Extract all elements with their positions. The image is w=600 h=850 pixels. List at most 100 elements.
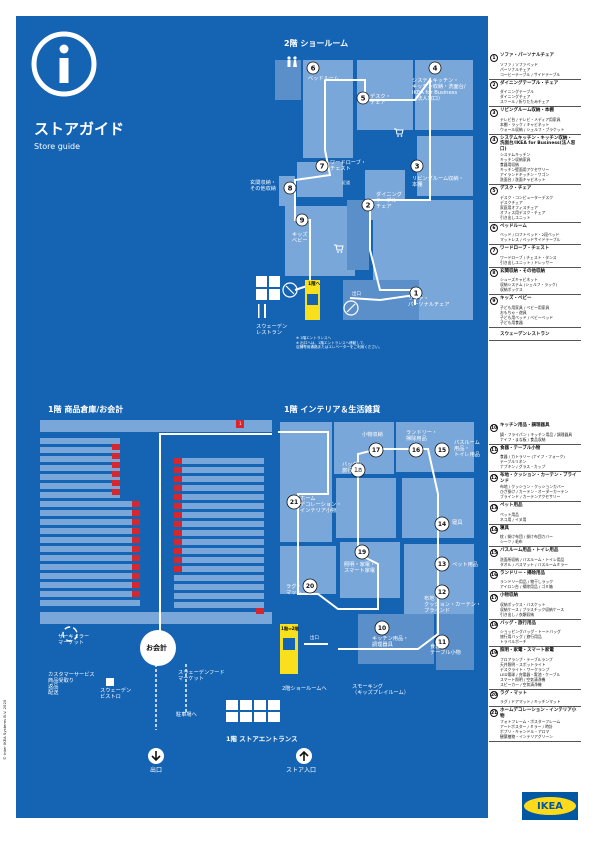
restaurant-icon [258,304,266,318]
entrance-facility-icons [226,700,280,722]
floor1-area-10: キッチン用品・ 調理器具 [372,636,409,648]
svg-text:16: 16 [412,447,420,454]
exit-arrow-icon [148,748,164,764]
floor1-area-17: 小物収納 [362,432,383,438]
floor2-to-floor1: 1階へ [308,282,321,287]
svg-text:21: 21 [290,499,298,506]
svg-text:1: 1 [414,290,419,298]
exit-label: 出口 [150,767,163,774]
guide-title: ストアガイド [34,120,125,138]
svg-text:11: 11 [438,639,446,646]
svg-text:5: 5 [361,95,366,103]
bistro-label: スウェーデン ビストロ [100,688,132,700]
ikea-logo: IKEA [522,792,578,820]
floor1-area-11: 食器・ テーブル小物 [430,644,461,656]
floor2-restaurant: スウェーデン レストラン [256,324,288,336]
svg-text:3: 3 [415,163,420,171]
svg-text:19: 19 [358,549,366,556]
floor2-area-4: システムキッチン・ キッチン収納・洗面台/ IKEA for Business … [412,78,466,102]
customer-service: カスタマーサービス 商品受取り 返品 配送 [48,672,95,696]
floor1-area-15: バスルーム 用品・ トイレ用品 [454,440,480,458]
svg-text:9: 9 [300,217,305,225]
showroom-link: 2階ショールームへ [282,686,327,692]
svg-text:10: 10 [378,625,386,632]
aisle-label-top: 1 [239,421,242,426]
svg-text:2: 2 [366,202,371,210]
entrance-label: 1階 ストアエントランス [226,735,298,743]
checkout-label: お会計 [146,644,167,652]
floor1-area-13: ペット用品 [452,562,478,568]
svg-text:6: 6 [311,65,316,73]
svg-text:17: 17 [372,447,380,454]
svg-text:18: 18 [354,467,362,474]
floor2-area-6: ベッドルーム [308,76,339,82]
legend-restaurant: スウェーデンレストラン [489,328,581,341]
floor2-heading: 2階 ショールーム [284,39,349,48]
floor2-area-3: リビングルーム収納・ 本棚 [412,176,464,188]
floor1-to-floor2: 1階⇔2階 [281,626,299,631]
store-entry-label: ストア入口 [286,767,317,774]
svg-text:20: 20 [306,583,314,590]
svg-text:12: 12 [438,589,446,596]
smoking-label: スモーキング （キッズプレイルーム） [352,684,409,696]
floor1-area-14: 寝具 [452,520,463,526]
facility-icons [256,276,280,300]
svg-text:14: 14 [438,521,446,528]
floor2-area-5: デスク・ チェア [370,94,391,106]
svg-text:15: 15 [438,447,446,454]
entrance-arrow-icon [296,748,312,764]
parking-label: 駐車場へ [176,712,197,718]
guide-subtitle: Store guide [34,142,81,151]
floor1-warehouse-map [40,420,272,730]
floor1-area-16: ランドリー・ 掃除用品 [406,430,438,442]
floor2-note: ※ 1階エントランスへ ※ 出口へは、1階エントランスへ移動して、 店舗専用通路… [296,336,383,350]
floor1-right-heading: 1階 インテリア＆生活雑貨 [284,405,381,414]
floor1-exit-label: 出口 [310,636,319,641]
floor2-area-2: ダイニング テーブル・ チェア [376,192,402,210]
floor2-area-9: キッズ・ ベビー [292,232,313,244]
swedish-food-label: スウェーデンフード マーケット [178,670,225,682]
svg-text:7: 7 [320,163,325,171]
floor1-area-20: ラグ・ マット [286,584,302,596]
floor1-area-19: 照明・家電・ スマート家電 [344,562,376,574]
floor2-map: 123 456 789 [275,60,473,320]
floor1-area-21: ホーム デコレーション・ インテリア小物 [300,496,342,514]
copyright: © Inter IKEA Systems B.V. 2020 [2,699,7,760]
cart-icon [394,128,404,137]
recycle-label: サーキュラー マーケット [58,634,90,646]
floor1-left-heading: 1階 商品倉庫/お会計 [48,405,124,414]
floor2-area-7: ワードローブ・ チェスト [330,160,367,172]
restroom-icon [287,56,297,67]
floor2-shortcut-note: 近道 [342,180,350,185]
floor2-area-8: 玄関収納・ その他収納 [250,180,276,192]
floor2-exit-label: 出口 [352,292,361,297]
floor2-area-1: ソファ・ パーソナルチェア [408,296,450,308]
info-icon [31,31,97,97]
floor1-area-18: バッグ・ 旅行用品 [342,462,363,474]
svg-text:4: 4 [433,65,438,73]
